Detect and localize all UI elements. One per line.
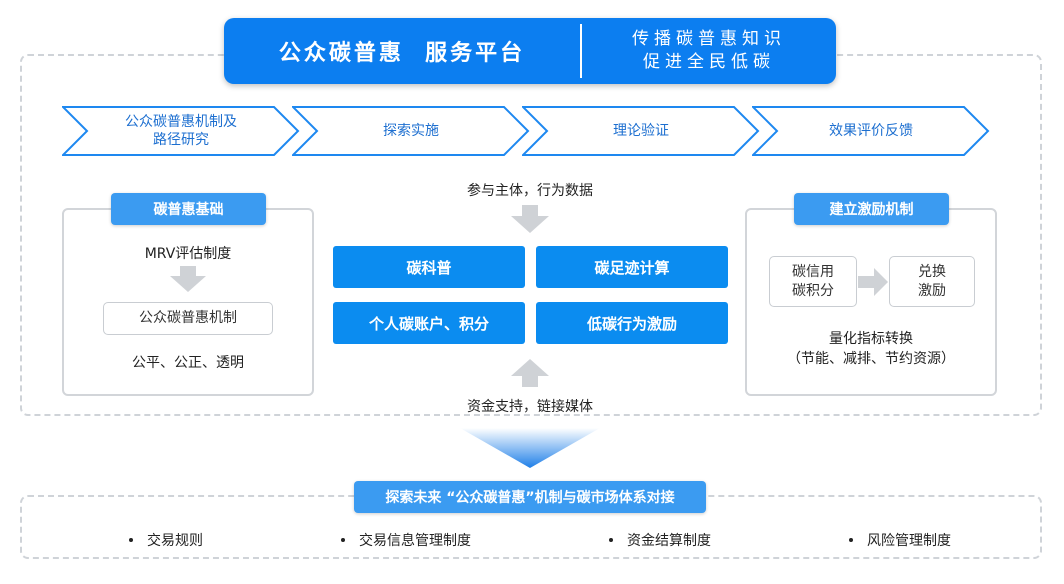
header-subtitle: 传播碳普惠知识 促进全民低碳 — [582, 28, 836, 74]
header-divider — [580, 24, 582, 78]
arrow-up-icon — [511, 359, 549, 387]
list-item: 交易信息管理制度 — [341, 528, 471, 552]
bullet-icon — [129, 538, 133, 542]
platform-header: 公众碳普惠 服务平台 传播碳普惠知识 促进全民低碳 — [224, 18, 836, 84]
chevron-shape — [62, 106, 300, 156]
step-label-1: 公众碳普惠机制及 路径研究 — [125, 114, 237, 148]
arrow-down-icon — [170, 266, 206, 292]
step-chevron-2: 探索实施 — [292, 106, 530, 156]
quantify-detail: （节能、减排、节约资源） — [787, 351, 955, 367]
low-carbon-incentive-button[interactable]: 低碳行为激励 — [536, 302, 728, 344]
mechanism-box: 公众碳普惠机制 — [103, 302, 273, 335]
step-chevron-1: 公众碳普惠机制及 路径研究 — [62, 106, 300, 156]
header-title: 公众碳普惠 服务平台 — [278, 41, 526, 66]
center-bottom-text: 资金支持，链接媒体 — [467, 399, 593, 415]
bottom-list: 交易规则 交易信息管理制度 资金结算制度 风险管理制度 — [60, 528, 1020, 552]
mrv-label: MRV评估制度 — [144, 246, 232, 262]
quantify-label: 量化指标转换 — [829, 331, 913, 347]
arrow-right-icon — [858, 268, 888, 296]
list-item-label: 风险管理制度 — [867, 533, 951, 549]
header-subtitle-line1: 传播碳普惠知识 — [632, 29, 786, 49]
right-panel-title: 建立激励机制 — [794, 193, 949, 225]
big-arrow-down-icon — [460, 428, 600, 468]
list-item-label: 资金结算制度 — [627, 533, 711, 549]
list-item: 资金结算制度 — [609, 528, 711, 552]
step-label-2: 探索实施 — [383, 123, 439, 139]
footprint-calc-button[interactable]: 碳足迹计算 — [536, 246, 728, 288]
credit-points-box: 碳信用 碳积分 — [769, 256, 857, 307]
list-item-label: 交易信息管理制度 — [359, 533, 471, 549]
list-item: 交易规则 — [129, 528, 203, 552]
bullet-icon — [609, 538, 613, 542]
bullet-icon — [849, 538, 853, 542]
list-item-label: 交易规则 — [147, 533, 203, 549]
step-chevron-4: 效果评价反馈 — [752, 106, 990, 156]
chevron-shape — [752, 106, 990, 156]
chevron-shape — [292, 106, 530, 156]
fairness-label: 公平、公正、透明 — [132, 355, 244, 371]
left-panel-title: 碳普惠基础 — [111, 193, 266, 225]
chevron-shape — [522, 106, 760, 156]
step-label-4: 效果评价反馈 — [829, 123, 913, 139]
step-chevron-3: 理论验证 — [522, 106, 760, 156]
arrow-down-icon — [511, 205, 549, 233]
carbon-science-button[interactable]: 碳科普 — [333, 246, 525, 288]
header-subtitle-line2: 促进全民低碳 — [643, 52, 775, 72]
list-item: 风险管理制度 — [849, 528, 951, 552]
step-label-3: 理论验证 — [613, 123, 669, 139]
exchange-incentive-box: 兑换 激励 — [889, 256, 975, 307]
personal-account-button[interactable]: 个人碳账户、积分 — [333, 302, 525, 344]
future-banner: 探索未来 “公众碳普惠”机制与碳市场体系对接 — [354, 481, 706, 513]
bullet-icon — [341, 538, 345, 542]
center-top-text: 参与主体，行为数据 — [467, 183, 593, 199]
